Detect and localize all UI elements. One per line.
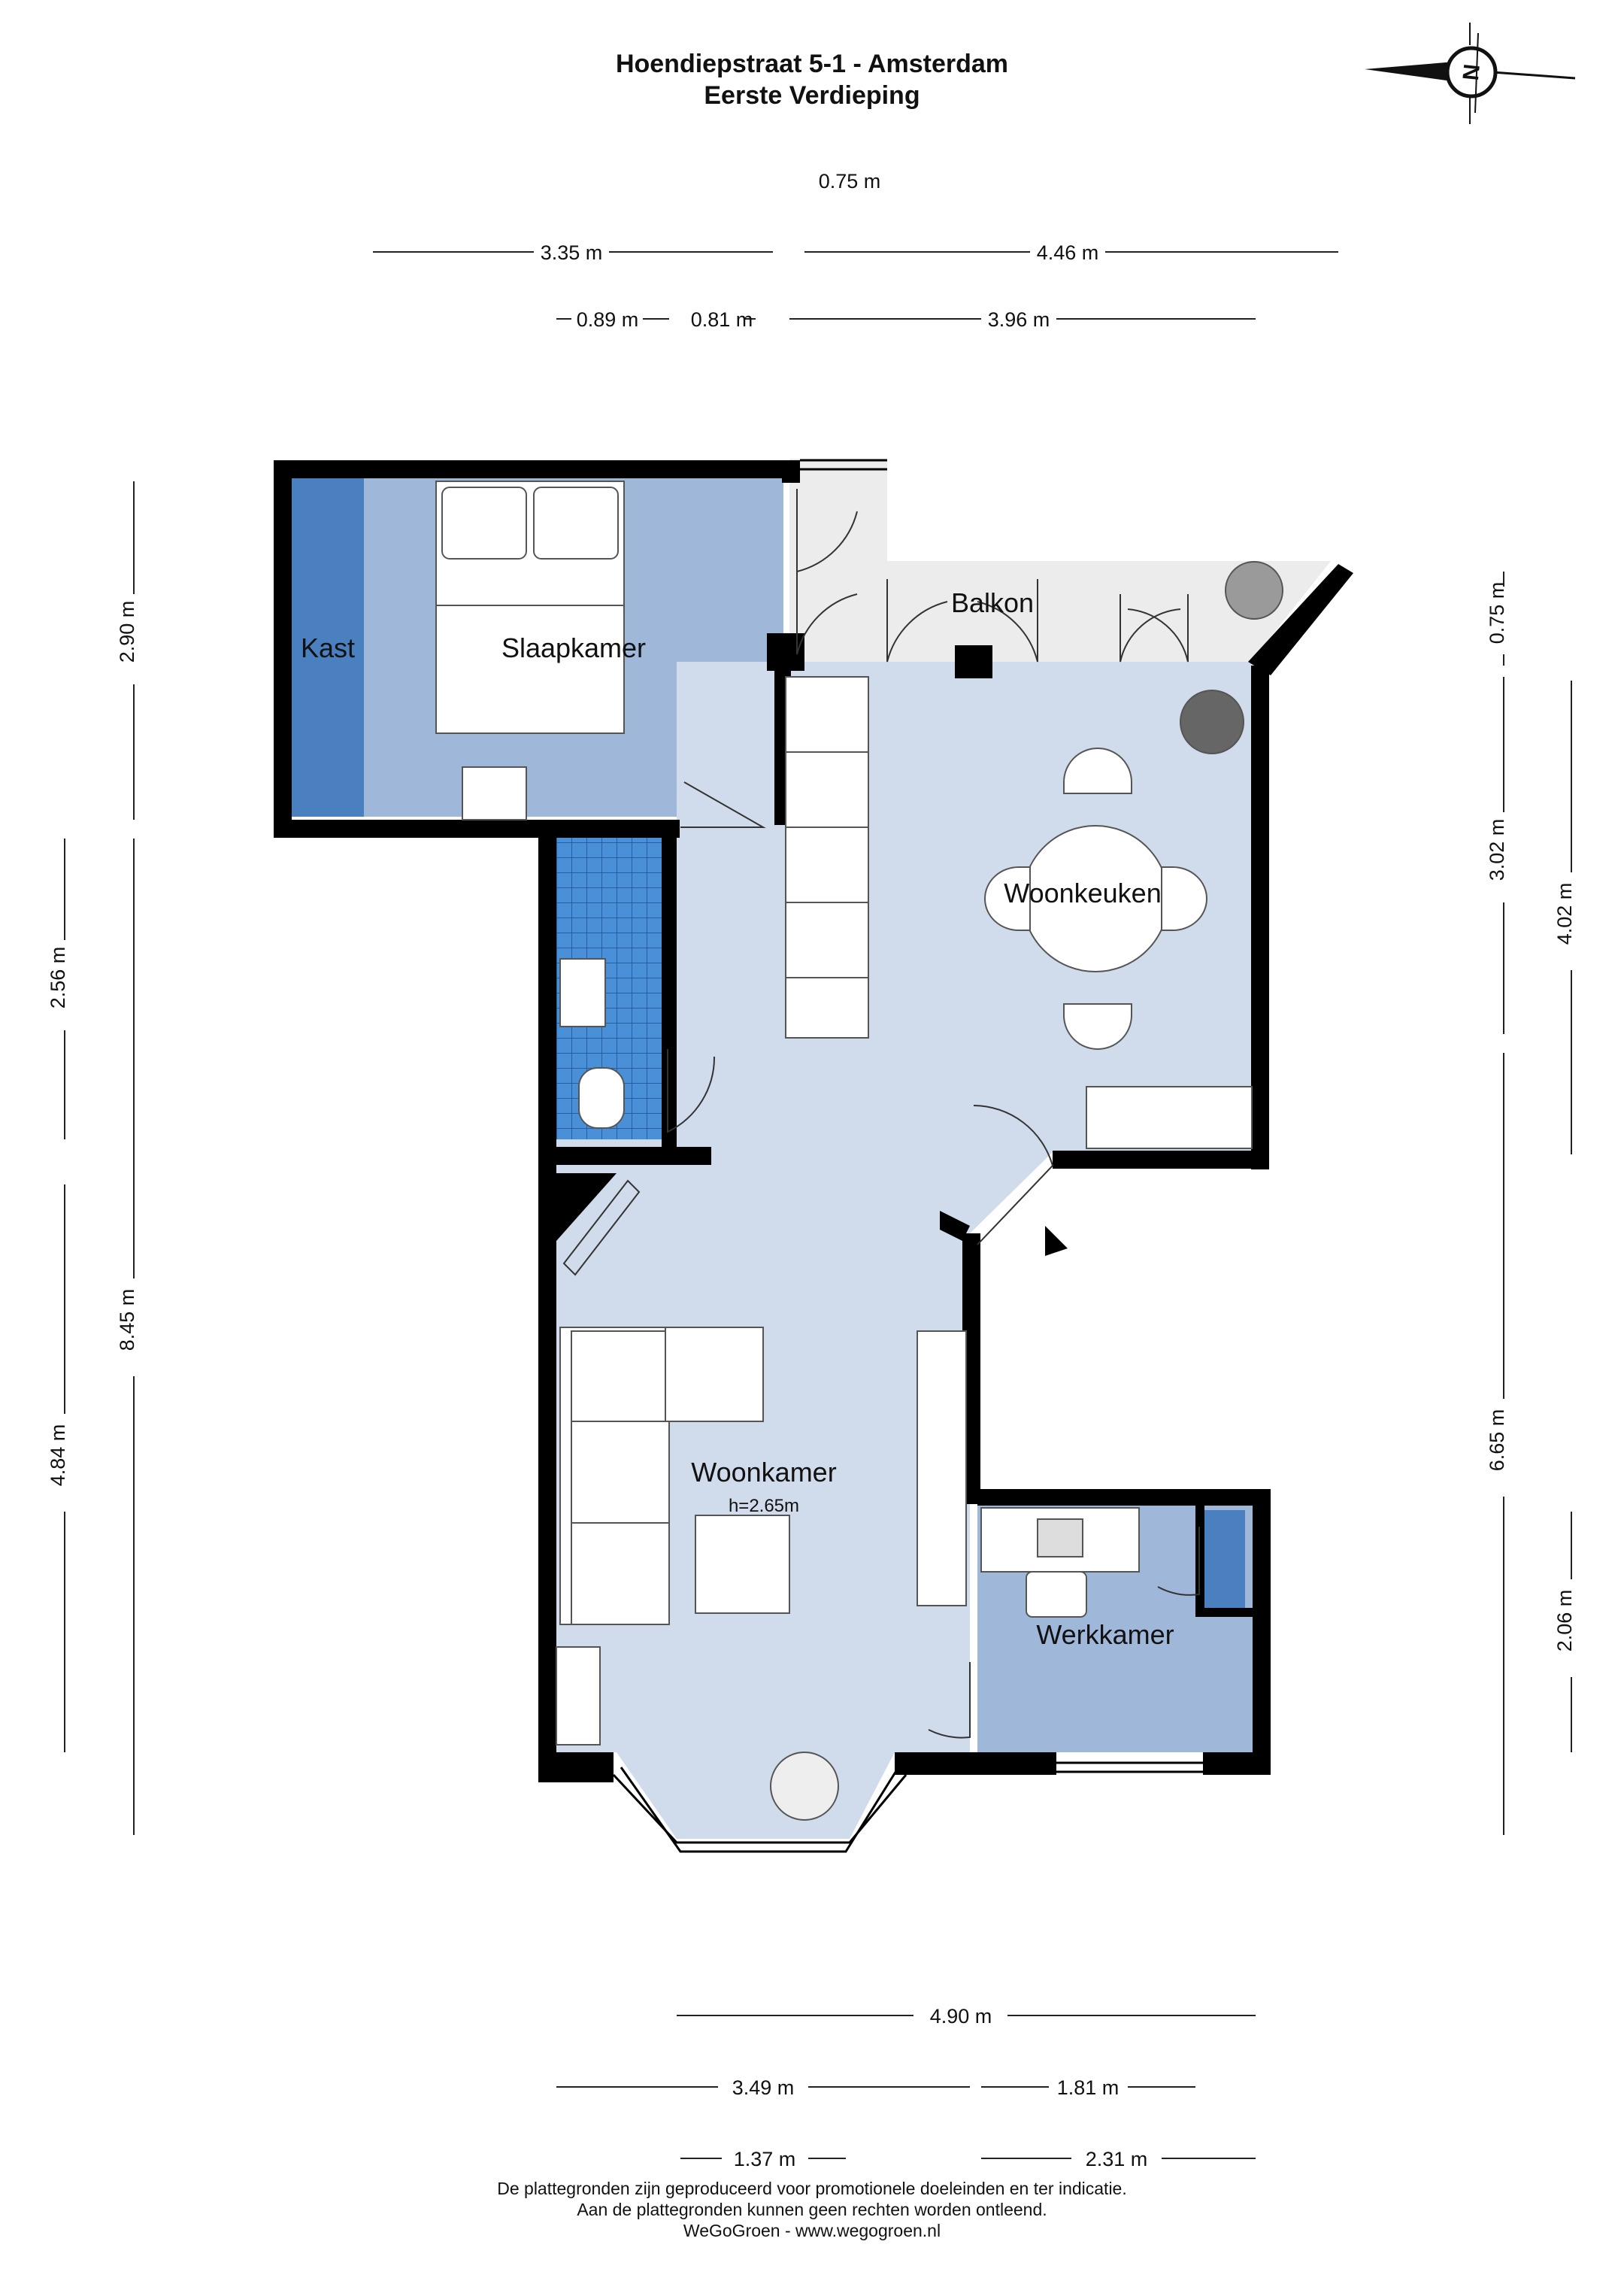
room-label-woonkeuken: Woonkeuken xyxy=(1004,878,1161,908)
dim-left-a: 2.90 m xyxy=(116,601,138,663)
room-height: h=2.65m xyxy=(729,1496,799,1516)
dim-left2-a: 2.56 m xyxy=(47,947,69,1009)
dim-right-a: 0.75 m xyxy=(1486,582,1508,645)
dim-top2-c: 3.96 m xyxy=(988,308,1050,331)
footer-credits: WeGoGroen - www.wegogroen.nl xyxy=(683,2221,941,2240)
room-label-woonkamer: Woonkamer xyxy=(691,1457,836,1488)
dim-bottom-c2: 2.31 m xyxy=(1086,2148,1148,2170)
kast-area xyxy=(289,478,364,817)
dim-top-left: 3.35 m xyxy=(541,241,603,264)
werkkamer-closet xyxy=(1201,1510,1245,1608)
room-labels: Kast Slaapkamer Balkon Woonkeuken Woonka… xyxy=(301,587,1174,1650)
dim-left-b: 8.45 m xyxy=(116,1289,138,1351)
room-label-kast: Kast xyxy=(301,632,355,663)
walls xyxy=(274,460,1353,1782)
dim-bottom-b2: 1.81 m xyxy=(1057,2076,1120,2099)
dim-right-b: 3.02 m xyxy=(1486,819,1508,881)
dim-top2-a: 0.89 m xyxy=(577,308,639,331)
footer-disclaimer-1: De plattegronden zijn geproduceerd voor … xyxy=(497,2179,1127,2198)
bay-window xyxy=(612,459,1203,1853)
dim-bottom-a: 4.90 m xyxy=(930,2005,992,2028)
armchair xyxy=(665,1327,764,1422)
compass-label: N xyxy=(1459,63,1485,82)
dimension-labels: 0.75 m 3.35 m 4.46 m 0.89 m 0.81 m 3.96 … xyxy=(47,170,1576,2170)
balkon-area xyxy=(789,459,1331,666)
plan-subtitle: Eerste Verdieping xyxy=(704,81,920,110)
dim-top-balcony: 0.75 m xyxy=(819,170,881,193)
compass-north-icon: N xyxy=(1365,23,1576,124)
tv-cabinet xyxy=(917,1330,967,1606)
dim-right2-a: 4.02 m xyxy=(1553,883,1576,945)
room-label-slaapkamer: Slaapkamer xyxy=(501,632,646,663)
room-label-balkon: Balkon xyxy=(951,587,1034,618)
dim-right-c: 6.65 m xyxy=(1486,1409,1508,1472)
dim-right2-b: 2.06 m xyxy=(1553,1590,1576,1652)
coffee-table xyxy=(695,1515,790,1614)
furniture xyxy=(435,481,1283,1821)
dim-top-right: 4.46 m xyxy=(1037,241,1099,264)
dim-top2-b: 0.81 m xyxy=(691,308,753,331)
plan-title: Hoendiepstraat 5-1 - Amsterdam xyxy=(615,50,1009,78)
dim-bottom-c1: 1.37 m xyxy=(734,2148,796,2170)
dim-left2-b: 4.84 m xyxy=(47,1424,69,1487)
footer-disclaimer-2: Aan de plattegronden kunnen geen rechten… xyxy=(577,2200,1047,2219)
dim-bottom-b1: 3.49 m xyxy=(732,2076,795,2099)
kitchen-counter xyxy=(785,676,869,1039)
doors xyxy=(562,489,1200,1739)
nightstand xyxy=(462,766,527,820)
dimension-lines xyxy=(64,251,1572,2159)
room-label-werkkamer: Werkkamer xyxy=(1036,1619,1174,1650)
